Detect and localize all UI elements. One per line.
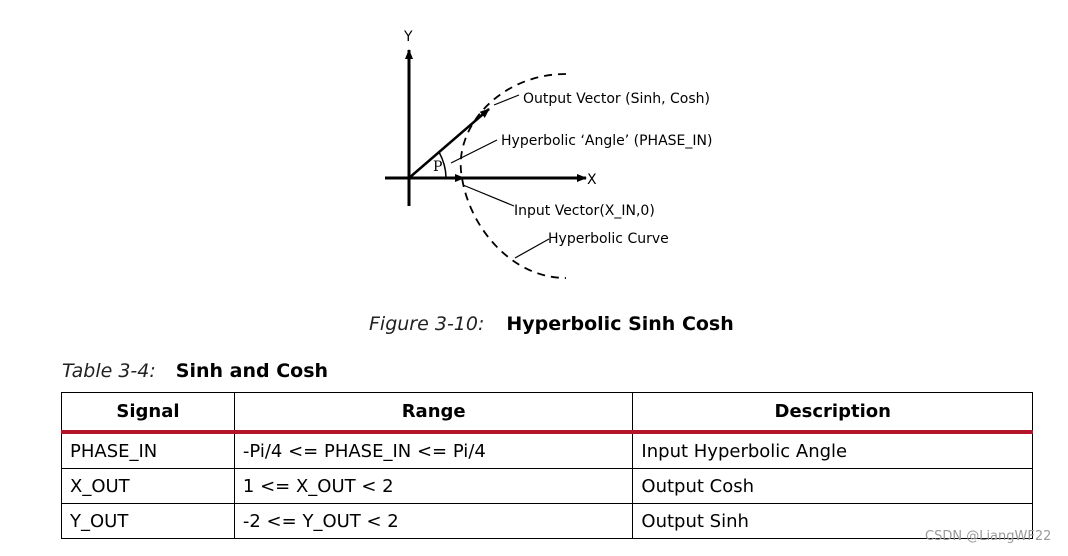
watermark: CSDN @LiangWF22 — [925, 529, 1052, 544]
figure-caption-title: Hyperbolic Sinh Cosh — [506, 313, 734, 335]
table-row: PHASE_IN -Pi/4 <= PHASE_IN <= Pi/4 Input… — [61, 431, 1033, 469]
angle-arc — [438, 151, 447, 179]
output-vector-label: Output Vector (Sinh, Cosh) — [523, 91, 710, 107]
cell-description: Output Cosh — [632, 468, 1033, 504]
curve-leader — [514, 238, 550, 259]
cell-range: 1 <= X_OUT < 2 — [233, 468, 634, 504]
cell-signal: Y_OUT — [61, 503, 235, 539]
hyperbolic-angle-label: Hyperbolic ‘Angle’ (PHASE_IN) — [501, 133, 712, 149]
table-row: Y_OUT -2 <= Y_OUT < 2 Output Sinh — [61, 503, 1033, 539]
hyperbolic-curve — [459, 73, 567, 279]
x-axis-label: X — [587, 172, 597, 188]
output-vector — [408, 108, 490, 179]
cell-description: Output Sinh — [632, 503, 1033, 539]
table-header-row: Signal Range Description — [61, 392, 1033, 434]
cell-signal: X_OUT — [61, 468, 235, 504]
table-caption-title: Sinh and Cosh — [175, 360, 329, 382]
hyperbolic-diagram: Y X P Output Vector (Sinh, Cosh) Hyperbo… — [385, 29, 712, 279]
figure-caption-label: Figure 3-10: — [369, 313, 485, 335]
table-caption-label: Table 3-4: — [62, 360, 156, 382]
header-signal: Signal — [61, 392, 235, 434]
input-vector-leader — [462, 184, 515, 207]
angle-leader — [450, 139, 498, 164]
cell-signal: PHASE_IN — [61, 431, 235, 469]
y-axis-label: Y — [403, 29, 413, 45]
table-caption: Table 3-4: Sinh and Cosh — [62, 359, 328, 383]
cell-description: Input Hyperbolic Angle — [632, 431, 1033, 469]
header-range: Range — [233, 392, 634, 434]
point-p-label: P — [433, 159, 442, 175]
cell-range: -2 <= Y_OUT < 2 — [233, 503, 634, 539]
figure-caption: Figure 3-10: Hyperbolic Sinh Cosh — [369, 312, 734, 336]
cell-range: -Pi/4 <= PHASE_IN <= Pi/4 — [233, 431, 634, 469]
hyperbolic-curve-label: Hyperbolic Curve — [548, 231, 669, 247]
table-row: X_OUT 1 <= X_OUT < 2 Output Cosh — [61, 468, 1033, 504]
sinh-cosh-table: Signal Range Description PHASE_IN -Pi/4 … — [61, 392, 1033, 539]
output-vector-leader — [493, 94, 520, 106]
header-description: Description — [632, 392, 1033, 434]
input-vector-label: Input Vector(X_IN,0) — [514, 203, 655, 219]
